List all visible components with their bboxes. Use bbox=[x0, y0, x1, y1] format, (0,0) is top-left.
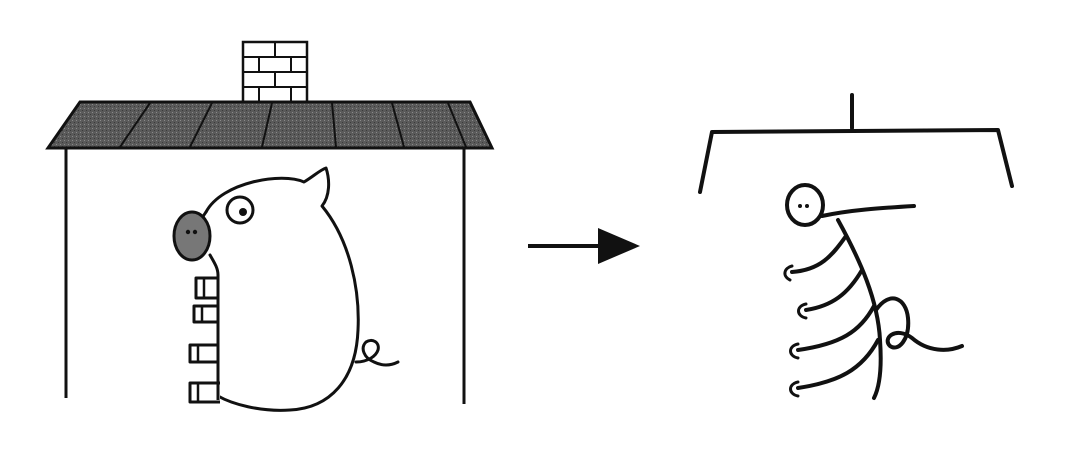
pig-icon bbox=[198, 166, 400, 412]
house-with-pig-pictograph bbox=[45, 40, 495, 412]
roof-icon bbox=[45, 100, 495, 150]
pig-hooves-icon bbox=[783, 264, 808, 398]
pig-component-icon bbox=[785, 183, 964, 400]
chimney-icon bbox=[241, 40, 309, 106]
pig-snout-icon bbox=[172, 210, 212, 262]
house-walls bbox=[64, 148, 466, 404]
right-arrow-icon bbox=[528, 228, 640, 264]
pig-legs-icon bbox=[188, 275, 220, 404]
roof-radical-icon bbox=[698, 93, 1014, 194]
character-glyph bbox=[698, 93, 1014, 400]
